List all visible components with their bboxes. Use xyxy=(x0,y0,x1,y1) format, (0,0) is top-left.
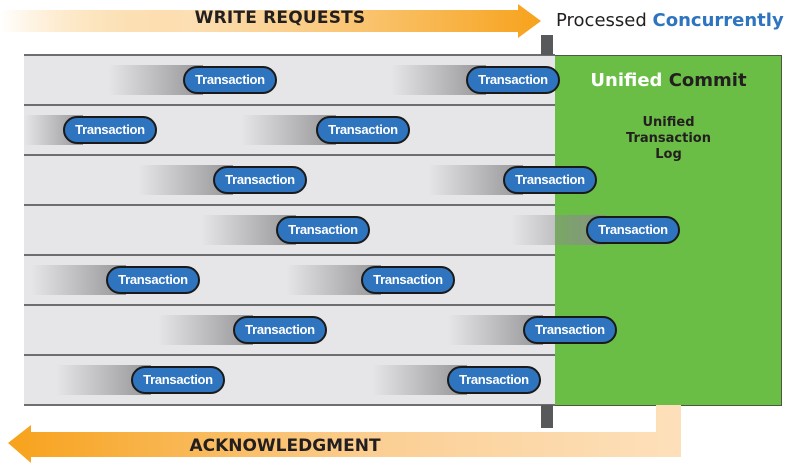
lane-separator xyxy=(24,404,555,406)
concurrently-highlight: Concurrently xyxy=(652,10,784,31)
lane-separator xyxy=(24,254,555,256)
lane-separator xyxy=(24,204,555,206)
transaction-pill: Transaction xyxy=(586,216,680,244)
transaction-pill: Transaction xyxy=(447,366,541,394)
transaction-pill: Transaction xyxy=(361,266,455,294)
lane-separator xyxy=(24,304,555,306)
acknowledgment-label: ACKNOWLEDGMENT xyxy=(189,436,381,456)
transaction-pill: Transaction xyxy=(466,66,560,94)
transaction-pill: Transaction xyxy=(131,366,225,394)
divider-post-bottom xyxy=(541,405,553,428)
log-line: Transaction xyxy=(626,131,711,146)
transaction-pill: Transaction xyxy=(183,66,277,94)
lane-separator xyxy=(24,54,555,56)
unified-commit-title: Unified Commit xyxy=(555,70,782,91)
log-line: Unified xyxy=(642,115,695,130)
transaction-pill: Transaction xyxy=(276,216,370,244)
lane-separator xyxy=(24,104,555,106)
lane-separator xyxy=(24,154,555,156)
unified-transaction-log-label: Unified Transaction Log xyxy=(555,115,782,163)
transaction-pill: Transaction xyxy=(63,116,157,144)
commit-title-dark: Commit xyxy=(668,70,747,91)
write-requests-arrow xyxy=(0,4,541,38)
acknowledgment-arrow xyxy=(8,405,681,463)
transaction-pill: Transaction xyxy=(523,316,617,344)
write-requests-label: WRITE REQUESTS xyxy=(194,8,366,28)
log-line: Log xyxy=(655,147,682,162)
commit-title-light: Unified xyxy=(590,70,669,91)
transaction-pill: Transaction xyxy=(106,266,200,294)
transaction-pill: Transaction xyxy=(503,166,597,194)
transaction-pill: Transaction xyxy=(316,116,410,144)
transaction-pill: Transaction xyxy=(233,316,327,344)
processed-prefix: Processed xyxy=(556,10,653,31)
processed-concurrently-label: Processed Concurrently xyxy=(556,10,784,31)
transaction-pill: Transaction xyxy=(213,166,307,194)
lane-separator xyxy=(24,354,555,356)
divider-post-top xyxy=(541,35,553,55)
